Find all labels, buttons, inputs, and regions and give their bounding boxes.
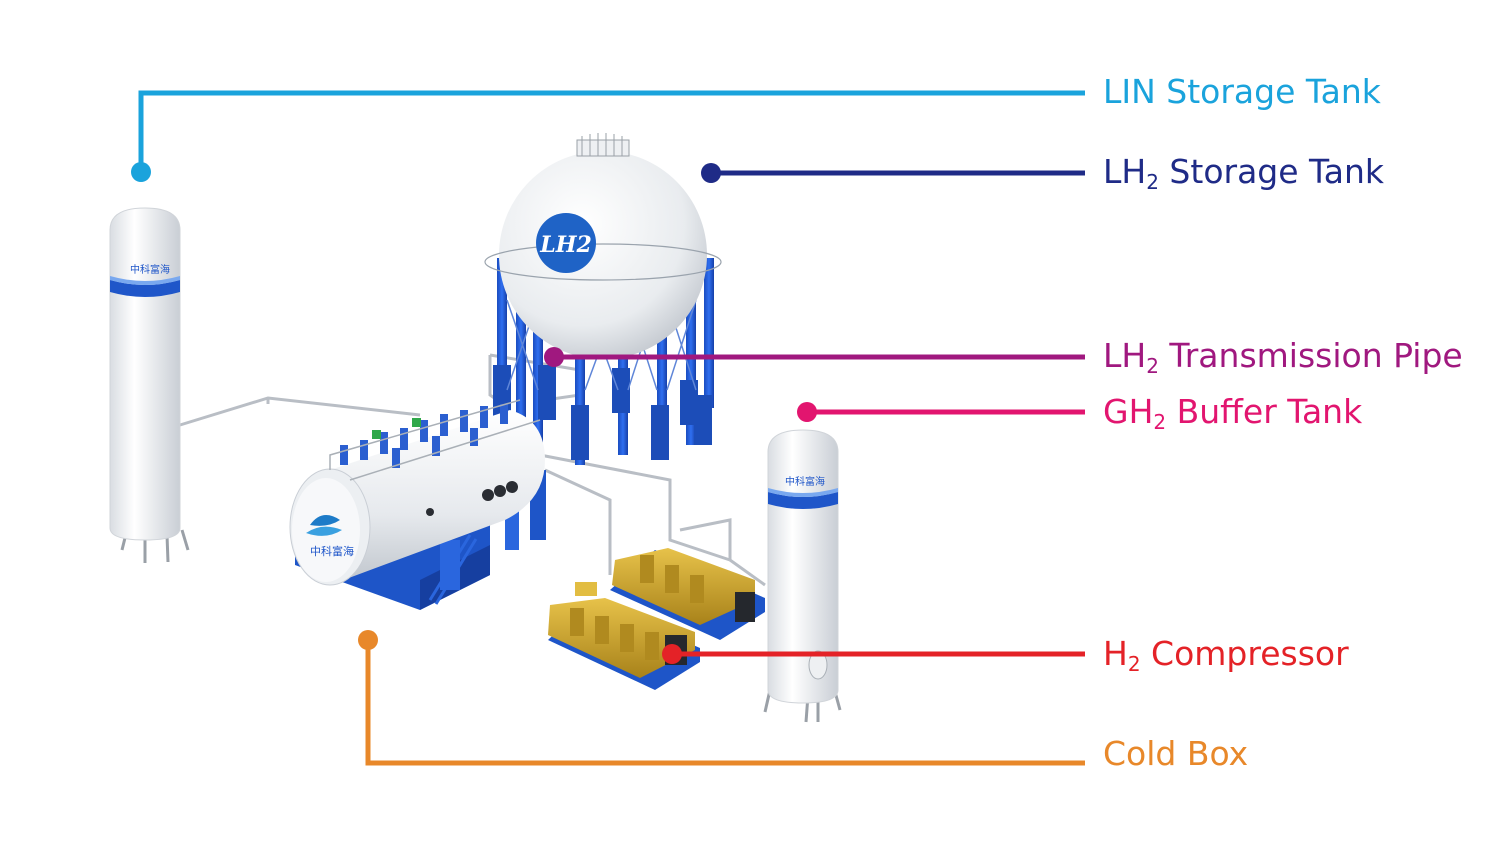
cold-box-leader (365, 640, 1085, 766)
lh2-storage-tank-marker (701, 163, 721, 183)
lh2-badge-text: LH2 (539, 232, 592, 258)
cold-box-vessel: 中科富海 (289, 399, 546, 610)
company-logo: 中科富海 (130, 263, 170, 276)
lin-storage-tank-label: LIN Storage Tank (1103, 72, 1381, 111)
lh2-transmission-pipe-marker (544, 347, 564, 367)
cold-box-marker (358, 630, 378, 650)
h2-compressor-marker (662, 644, 682, 664)
lh2-transmission-pipe-label: LH2 Transmission Pipe (1103, 336, 1463, 378)
h2-compressor-units (548, 548, 765, 690)
gh2-buffer-tank-label: GH2 Buffer Tank (1103, 392, 1363, 434)
buffer-tank-logo: 中科富海 (785, 475, 825, 488)
lin-storage-tank-vessel: 中科富海 (109, 207, 190, 563)
gh2-buffer-tank-marker (797, 402, 817, 422)
lh2-badge-icon (536, 213, 596, 273)
gh2-buffer-tank-vessel: 中科富海 (763, 429, 842, 723)
lin-storage-tank-leader (138, 90, 1085, 172)
h2-compressor-label: H2 Compressor (1103, 634, 1349, 676)
cold-box-label: Cold Box (1103, 734, 1249, 773)
lin-storage-tank-marker (131, 162, 151, 182)
cold-box-logo: 中科富海 (310, 544, 354, 558)
lh2-storage-tank-label: LH2 Storage Tank (1103, 152, 1384, 194)
